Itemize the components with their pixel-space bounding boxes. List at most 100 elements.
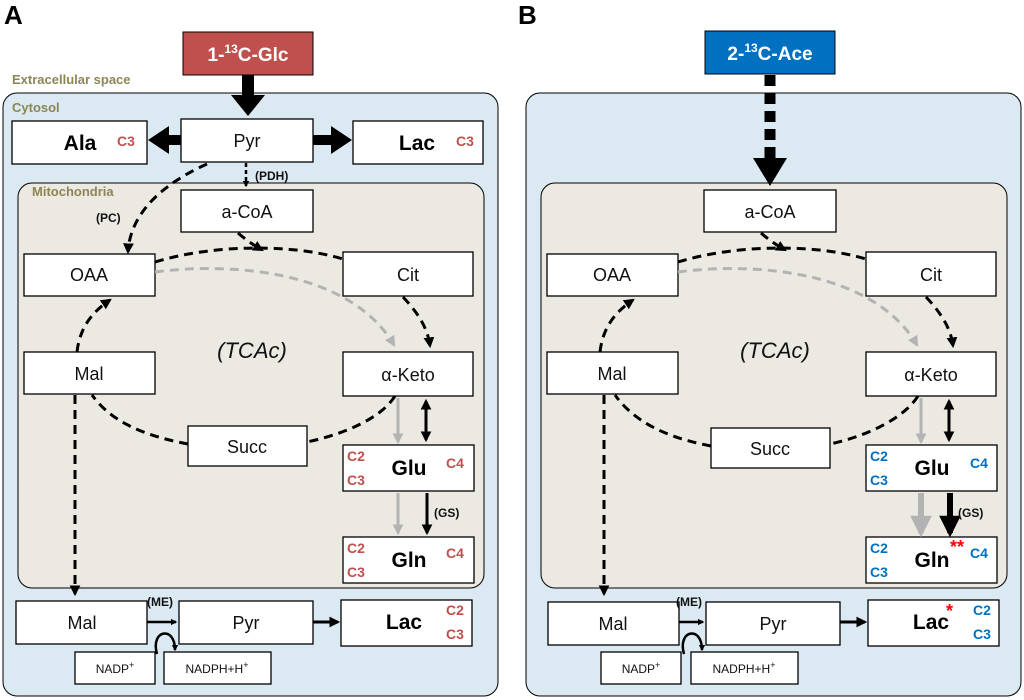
- extracellular-space-label: Extracellular space: [12, 72, 131, 87]
- pyr-label: Pyr: [234, 131, 261, 151]
- aketo-box: [342, 351, 474, 397]
- succ-label-b: Succ: [750, 439, 790, 459]
- me-label: (ME): [147, 595, 173, 609]
- acoa-to-cit-arrow: [237, 231, 264, 252]
- mal2-box-b: [547, 601, 680, 646]
- oaa-box: [23, 253, 156, 297]
- oaa-label: OAA: [70, 265, 108, 285]
- mal2-label: Mal: [67, 613, 96, 633]
- gs-label-b: (GS): [958, 506, 983, 520]
- pyr2-box-b: [705, 601, 841, 646]
- cit-box: [342, 251, 474, 297]
- gln-c3-label: C3: [347, 564, 365, 580]
- nadp-label: NADP+: [96, 660, 135, 676]
- acoa-box-b: [703, 189, 837, 233]
- nadph-box: [163, 651, 272, 685]
- pyr-to-ala-shaft: [168, 135, 181, 145]
- mal-box: [23, 351, 156, 395]
- oaa-to-aketo-gray-arrow: [154, 267, 396, 347]
- oaa-to-aketo-gray-arrow-b: [677, 267, 919, 347]
- mal-box-b: [546, 351, 679, 395]
- succ-to-mal-arrow-b: [613, 394, 712, 448]
- glu-box-b: [865, 444, 998, 492]
- oaa-label-b: OAA: [593, 265, 631, 285]
- aketo-label: α-Keto: [381, 365, 434, 385]
- nadp-cofactor-arrow-b: [681, 632, 706, 655]
- gln-significance-stars: **: [950, 537, 964, 557]
- gln-box: [342, 536, 475, 584]
- pyr2-box: [178, 600, 314, 645]
- gln-c4-label: C4: [446, 545, 464, 561]
- mal-label: Mal: [74, 364, 103, 384]
- pyr2-label-b: Pyr: [760, 614, 787, 634]
- glc-source-label: 1-13C-Glc: [208, 42, 289, 66]
- mal-to-oaa-arrow-b: [598, 298, 635, 353]
- glc-source-box: [182, 31, 314, 76]
- glc-to-pyr-arrow-head: [231, 95, 265, 116]
- mitochondria-label: Mitochondria: [32, 184, 114, 199]
- me-label-b: (ME): [676, 595, 702, 609]
- cit-label: Cit: [397, 265, 419, 285]
- gln-c3-label-b: C3: [870, 564, 888, 580]
- ala-c3-label: C3: [117, 133, 135, 149]
- tca-label-b: (TCAc): [740, 338, 810, 363]
- lac-significance-star: *: [946, 601, 953, 621]
- mal2-label-b: Mal: [598, 614, 627, 634]
- lac2-c3-label: C3: [446, 626, 464, 642]
- glu-c4-label-b: C4: [970, 455, 988, 471]
- panel-a: A 1-13C-Glc Extracellular space Cytosol …: [2, 0, 499, 697]
- panel-a-letter: A: [4, 0, 23, 30]
- pyr-to-oaa-arrow: [123, 162, 208, 255]
- cit-label-b: Cit: [920, 265, 942, 285]
- oaa-to-cit-arrow-b: [677, 246, 867, 264]
- succ-label: Succ: [227, 437, 267, 457]
- lac2-label-b: Lac: [913, 611, 950, 634]
- acoa-to-cit-arrow-b: [760, 231, 787, 252]
- lac2-label: Lac: [386, 611, 423, 634]
- glu-label-b: Glu: [915, 457, 950, 480]
- cytosol-label: Cytosol: [12, 100, 60, 115]
- succ-to-mal-arrow: [90, 394, 189, 446]
- glu-box: [342, 444, 475, 492]
- cit-box-b: [865, 251, 997, 297]
- pyr-to-ala-head: [148, 126, 169, 154]
- panel-b-letter: B: [518, 0, 537, 30]
- nadp-box: [74, 651, 156, 685]
- succ-box: [187, 425, 308, 467]
- pyr-to-lac-head: [331, 126, 352, 154]
- nadph-label-b: NADPH+H+: [713, 660, 776, 676]
- ace-source-label: 2-13C-Ace: [727, 41, 812, 65]
- aketo-to-succ-arrow: [306, 395, 397, 444]
- oaa-box-b: [546, 253, 679, 297]
- acoa-label-b: a-CoA: [744, 202, 795, 222]
- glu-c2-label: C2: [347, 448, 365, 464]
- glu-c2-label-b: C2: [870, 448, 888, 464]
- cit-to-aketo-arrow-b: [924, 295, 958, 349]
- lac2-c2-label-b: C2: [973, 602, 991, 618]
- ala-label: Ala: [64, 132, 97, 155]
- oaa-to-cit-arrow: [154, 246, 344, 264]
- nadp-cofactor-arrow: [154, 632, 179, 655]
- panel-b: B 2-13C-Ace a-CoA OAA Cit (TCAc) Mal α-K…: [518, 0, 1022, 697]
- lac2-c2-label: C2: [446, 602, 464, 618]
- lac2-box: [340, 599, 473, 647]
- nadph-box-b: [690, 651, 799, 685]
- lac-c3-label: C3: [456, 133, 474, 149]
- nadp-box-b: [600, 651, 682, 685]
- aketo-box-b: [865, 351, 997, 397]
- gln-label: Gln: [392, 549, 427, 572]
- gln-c4-label-b: C4: [970, 545, 988, 561]
- glu-c3-label: C3: [347, 472, 365, 488]
- glu-c3-label-b: C3: [870, 472, 888, 488]
- glu-c4-label: C4: [446, 455, 464, 471]
- ala-box: [11, 120, 148, 165]
- aketo-label-b: α-Keto: [904, 365, 957, 385]
- gln-label-b: Gln: [915, 549, 950, 572]
- tca-label: (TCAc): [217, 338, 287, 363]
- gln-c2-label-b: C2: [870, 540, 888, 556]
- pyr-box: [180, 118, 314, 163]
- nadp-label-b: NADP+: [622, 660, 661, 676]
- gs-label: (GS): [434, 506, 459, 520]
- pyr2-label: Pyr: [233, 613, 260, 633]
